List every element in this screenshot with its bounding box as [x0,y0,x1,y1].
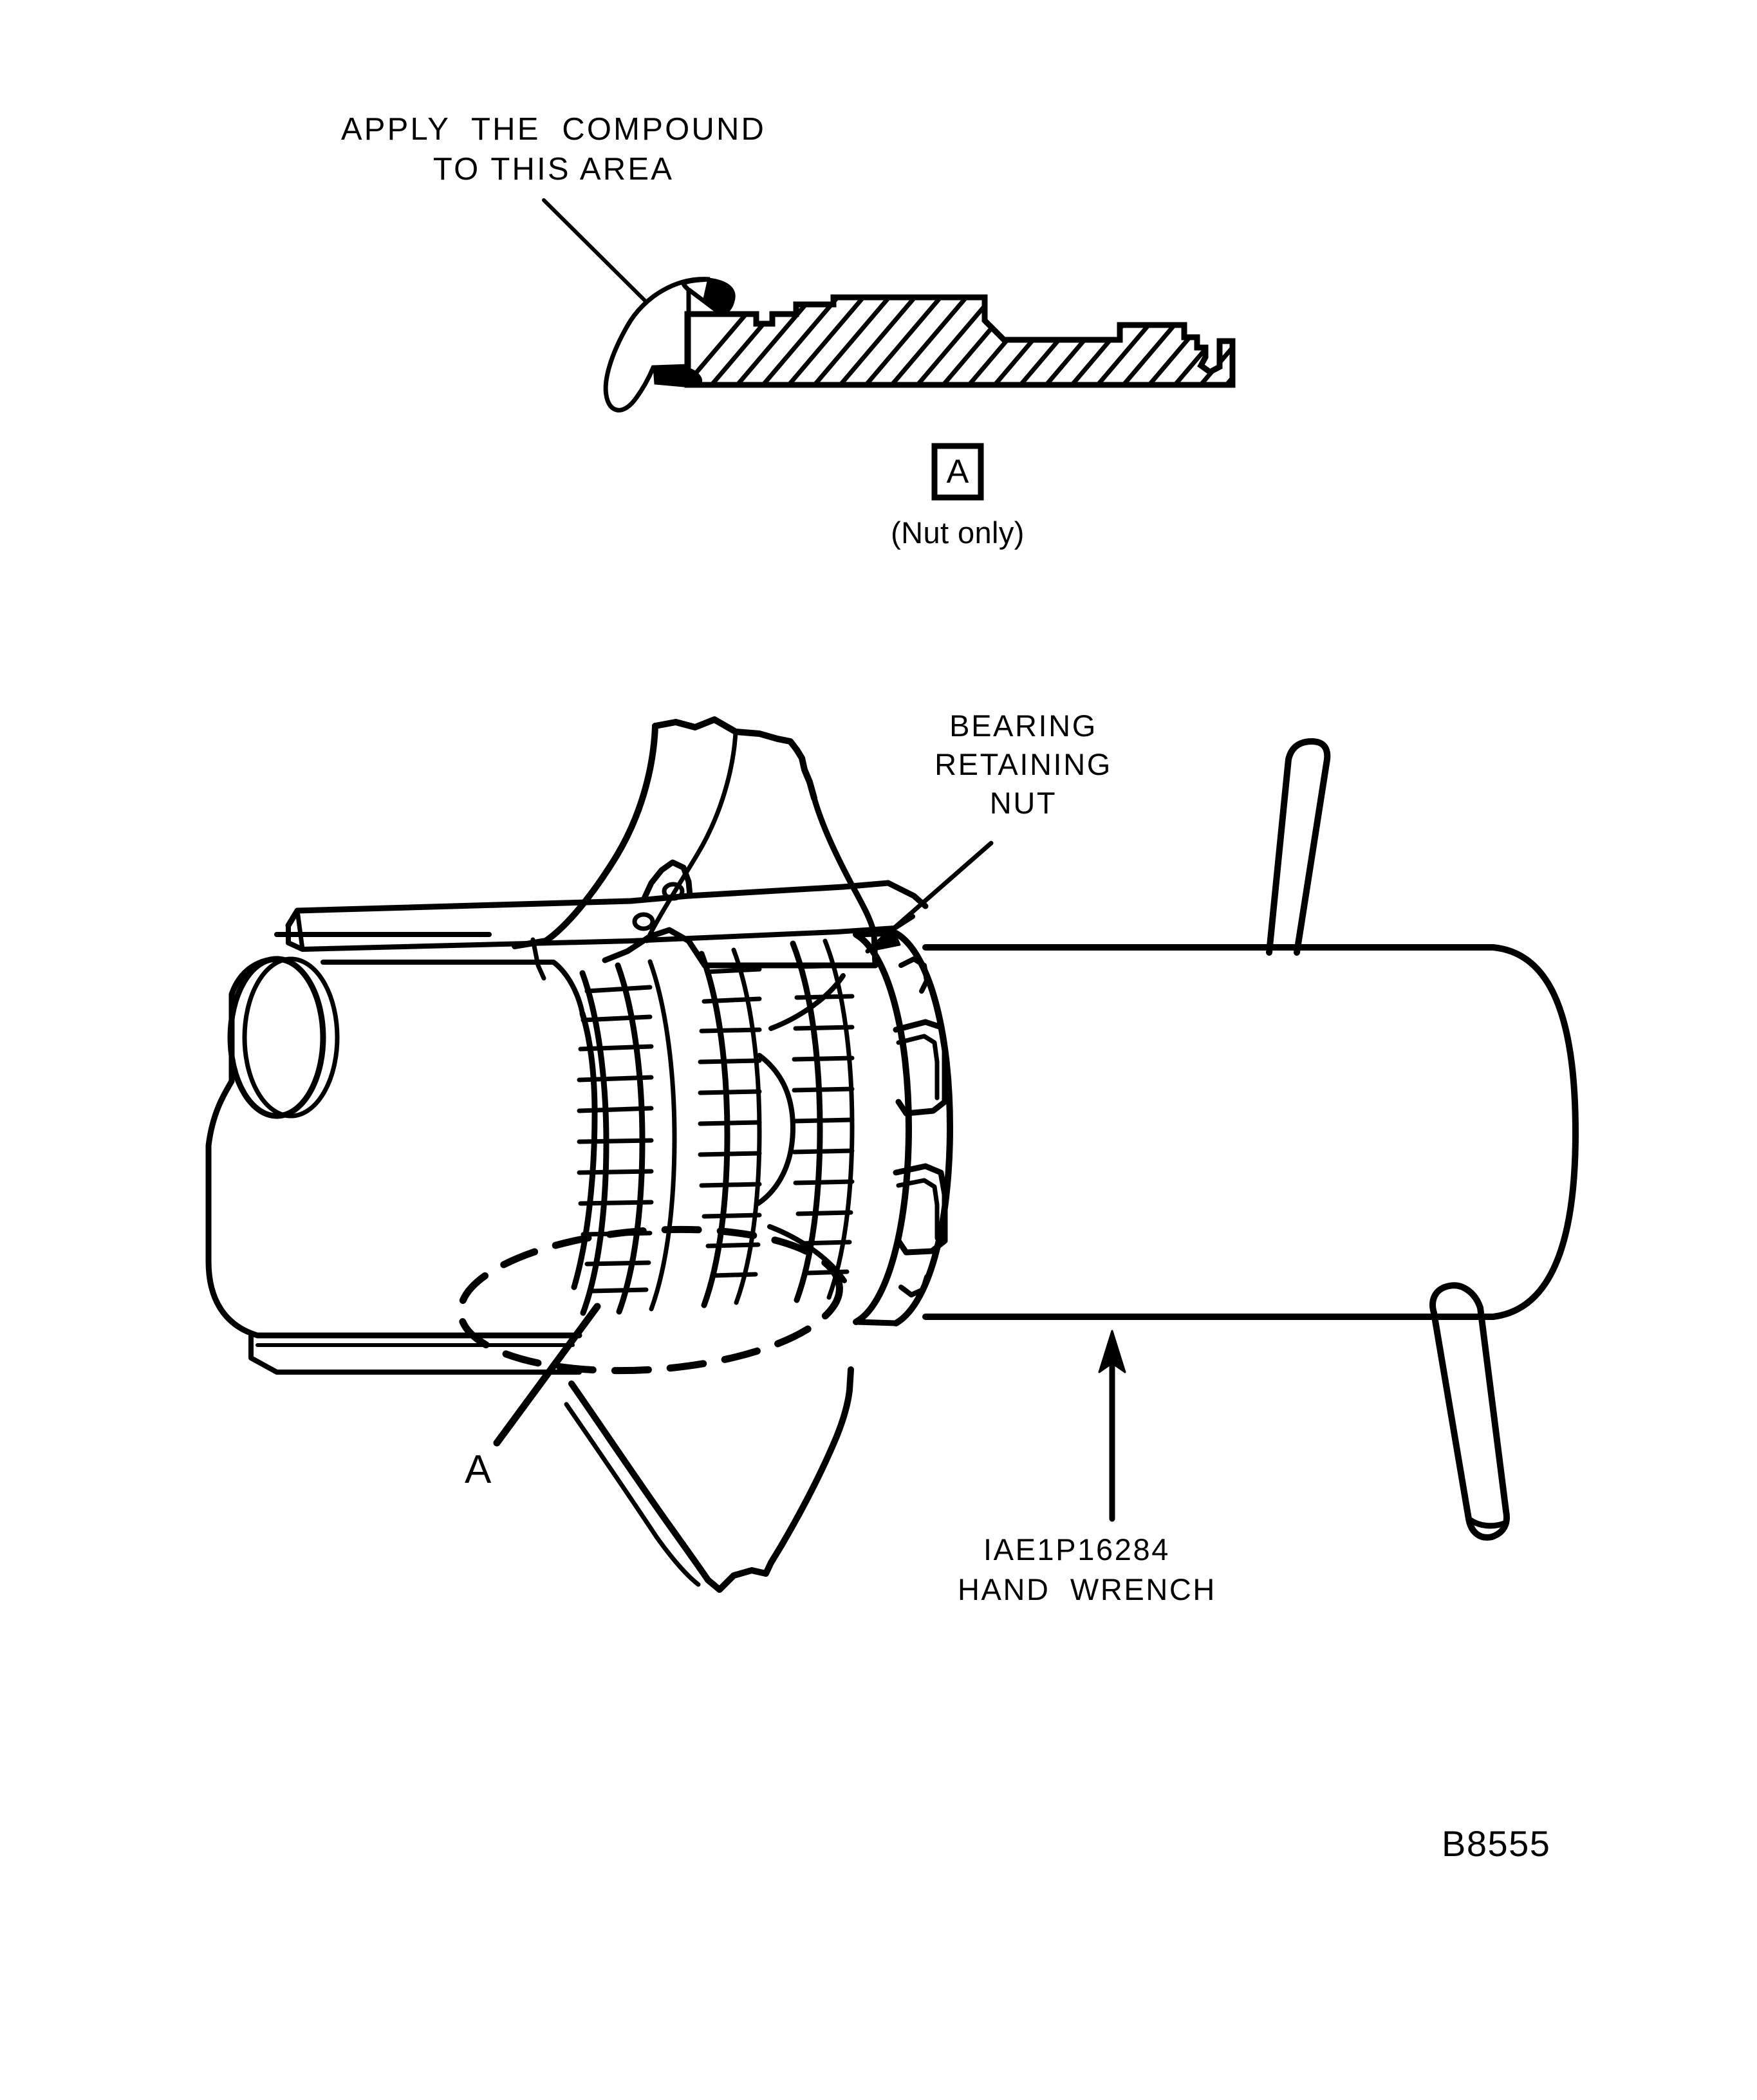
bearing-nut-label-line-3: NUT [989,786,1057,820]
section-tag-letter: A [946,453,969,490]
compound-leader-line [542,198,647,302]
detail-callout-ellipse [457,1225,843,1375]
wrench-name-label: HAND WRENCH [958,1572,1216,1606]
upper-housing-strut [512,716,879,969]
section-tag-box [931,443,984,501]
compound-label-line-1: APPLY THE COMPOUND [340,112,767,147]
bearing-nut-label-line-1: BEARING [949,709,1097,743]
wrench-part-number: IAE1P16284 [983,1532,1170,1566]
nut-label-leader [865,841,994,954]
bearing-nut-label-line-2: RETAINING [934,747,1112,781]
shaft-body [205,932,598,1375]
wrench-handle-upper [1266,738,1331,956]
lower-housing-strut [564,1366,854,1593]
compound-label-line-2: TO THIS AREA [432,152,674,187]
wrench-handle-lower [1429,1282,1510,1541]
assembly-section-marker-a: A [465,1447,492,1492]
wrench-label-arrow [1098,1330,1126,1522]
wrench-key-bar [285,859,929,981]
retaining-nut-barrel [577,930,953,1326]
hand-wrench-body [922,944,1579,1320]
section-note-nut-only: (Nut only) [891,516,1025,550]
figure-id: B8555 [1442,1823,1551,1864]
nut-inner-bore [756,973,847,1283]
detail-callout-leader [493,1303,601,1447]
